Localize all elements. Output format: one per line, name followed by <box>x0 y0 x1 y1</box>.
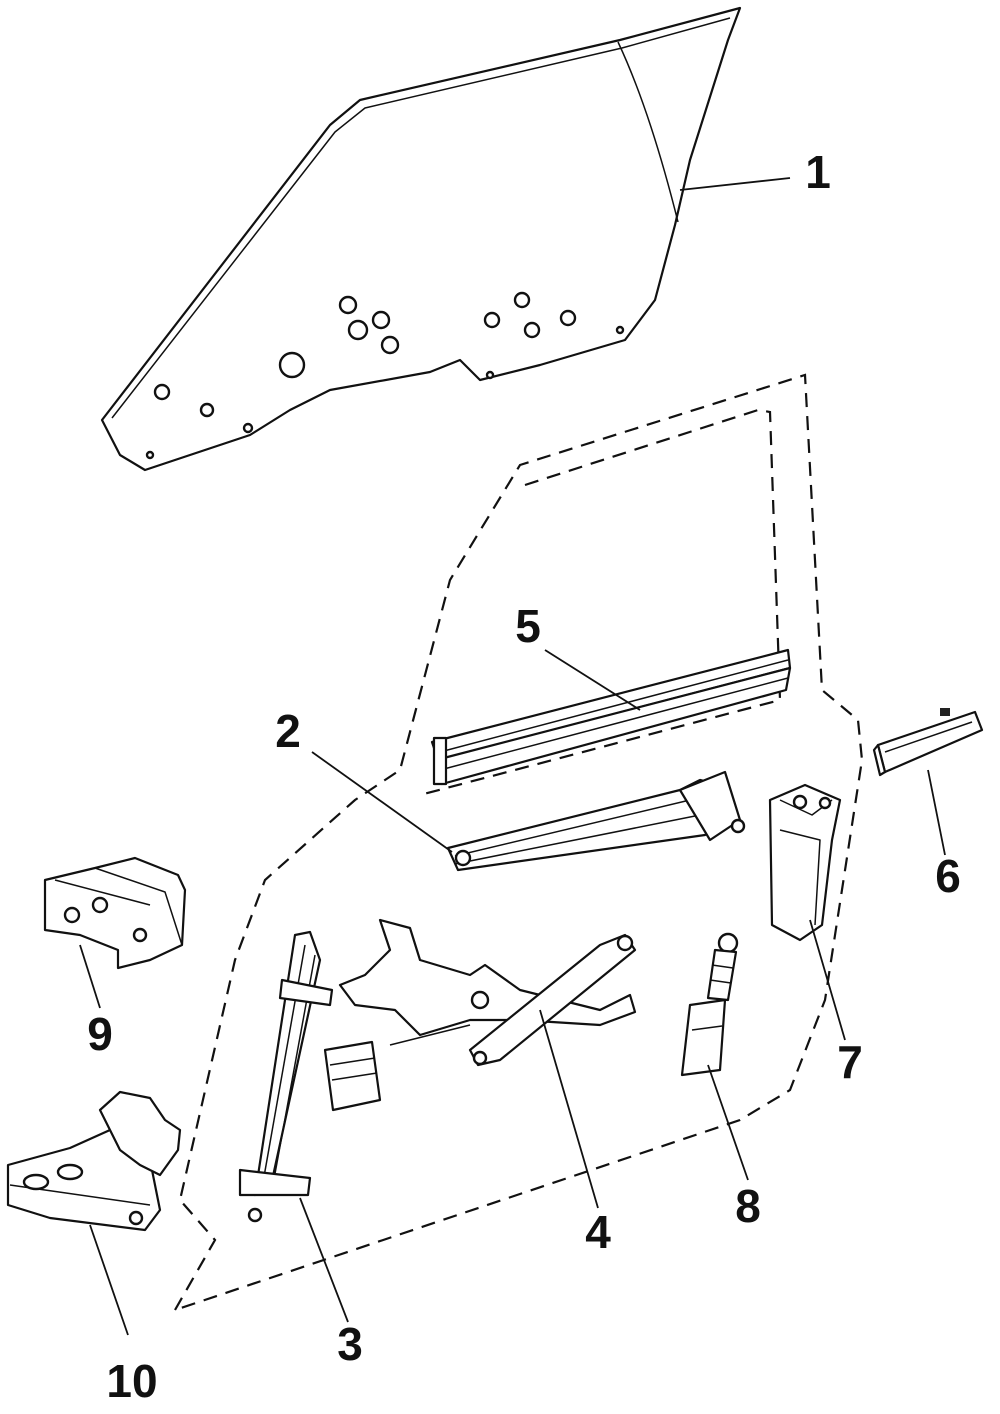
callout-7: 7 <box>837 1036 863 1088</box>
door-frame-outline <box>172 373 864 1312</box>
callout-8: 8 <box>735 1180 761 1232</box>
callout-labels: 1 2 3 4 5 6 7 8 9 10 <box>87 146 961 1407</box>
outside-door-handle <box>872 708 984 777</box>
door-glass <box>100 6 742 472</box>
callout-4: 4 <box>585 1206 611 1258</box>
callout-3: 3 <box>337 1318 363 1370</box>
callout-1: 1 <box>805 146 831 198</box>
callout-10: 10 <box>106 1355 157 1407</box>
door-lock <box>768 783 842 942</box>
rear-run-channel <box>238 930 334 1223</box>
callout-9: 9 <box>87 1008 113 1060</box>
glass-mounting-holes <box>145 291 625 460</box>
inner-weatherstrip <box>446 770 746 872</box>
outer-weatherstrip <box>430 648 792 786</box>
leader-lines <box>79 177 946 1336</box>
window-regulator <box>323 918 637 1112</box>
lock-actuator <box>680 932 739 1077</box>
upper-door-hinge <box>43 856 187 970</box>
lower-door-hinge <box>6 1090 182 1232</box>
callout-5: 5 <box>515 600 541 652</box>
callout-2: 2 <box>275 705 301 757</box>
callout-6: 6 <box>935 850 961 902</box>
